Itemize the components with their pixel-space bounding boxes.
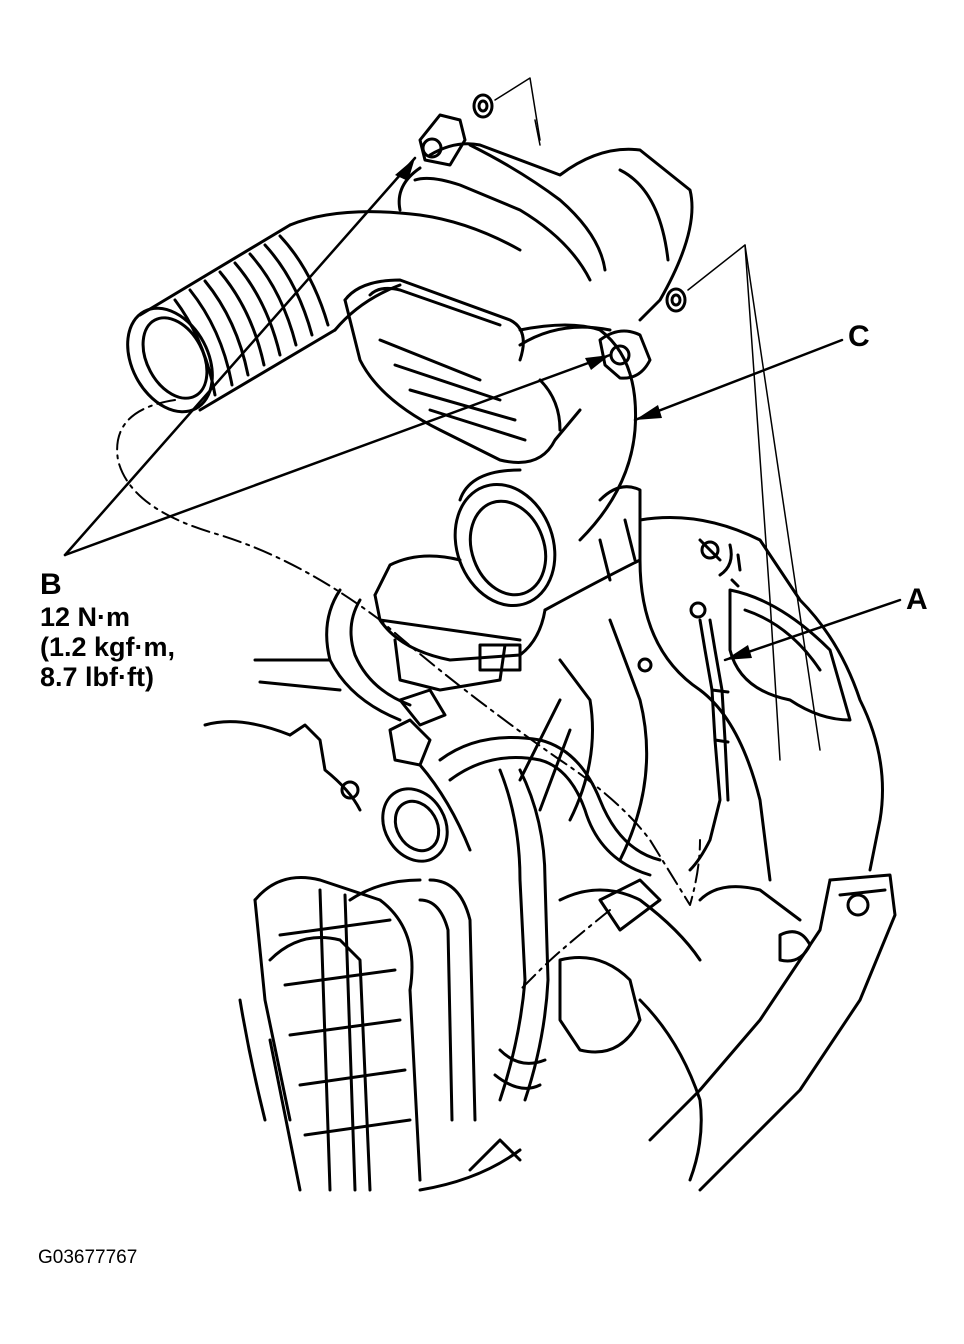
callout-arrowheads — [395, 158, 752, 660]
label-a: A — [906, 583, 928, 616]
routing-dash-line-2 — [519, 909, 611, 991]
torque-line-2: (1.2 kgf·m, — [40, 632, 176, 662]
throttle-cable — [637, 553, 742, 872]
routing-dash-line — [116, 399, 701, 906]
lower-clamp — [518, 287, 687, 380]
arrowhead-c — [635, 405, 662, 420]
leader-c — [633, 338, 844, 422]
leader-b-lower — [63, 353, 612, 557]
callout-leaders — [63, 156, 902, 662]
engine-bay — [203, 516, 897, 1192]
torque-line-3: 8.7 lbf·ft) — [40, 662, 154, 692]
torque-line-1: 12 N·m — [40, 602, 131, 632]
alignment-lines — [494, 77, 821, 761]
arrowhead-a — [725, 645, 752, 660]
intake-duct-bellows — [126, 210, 522, 414]
figure-code: G03677767 — [38, 1247, 138, 1268]
leader-a — [723, 598, 902, 662]
throttle-body — [373, 485, 642, 692]
upper-clamp — [418, 93, 494, 167]
label-b: B — [40, 568, 62, 601]
arrowhead-b-upper — [395, 158, 415, 181]
resonator-housing — [397, 142, 694, 322]
arrowhead-b-lower — [585, 355, 610, 370]
leader-b-upper — [63, 156, 417, 557]
label-c: C — [848, 320, 870, 353]
